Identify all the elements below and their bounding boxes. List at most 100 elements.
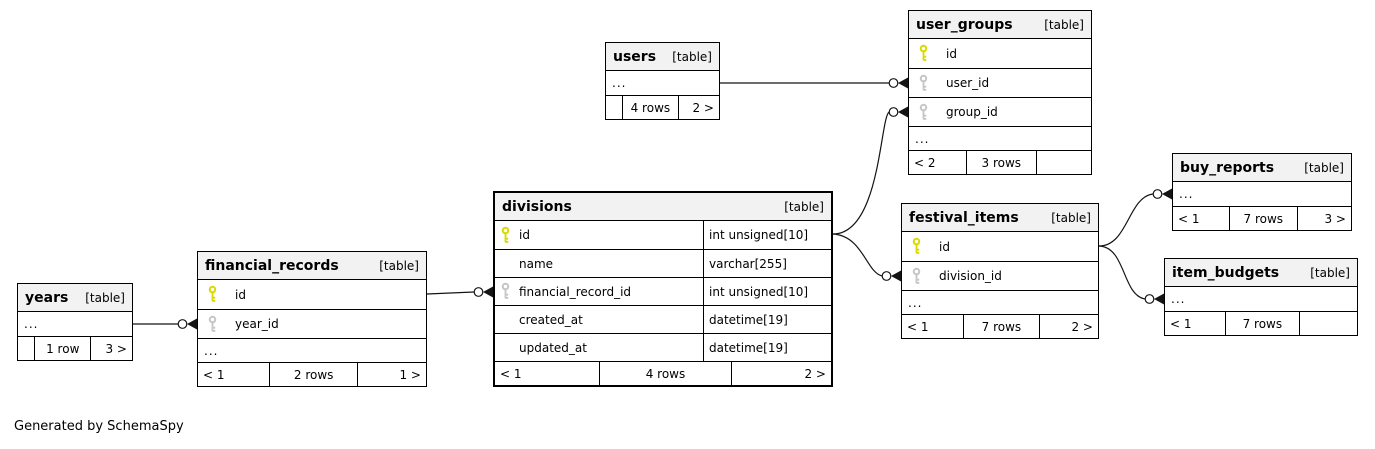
- table-title: item_budgets: [1172, 264, 1280, 281]
- table-header-divisions[interactable]: divisions [table]: [495, 193, 831, 221]
- table-title: years: [25, 289, 69, 306]
- column-row-user_id: user_id: [909, 68, 1091, 97]
- more-columns-indicator: ...: [1179, 187, 1194, 201]
- table-title: user_groups: [916, 16, 1013, 33]
- column-row-division_id: division_id: [902, 261, 1098, 290]
- primary-key-icon: [208, 285, 217, 302]
- primary-key-icon: [919, 44, 928, 61]
- table-header-financial_records[interactable]: financial_records[table]: [198, 252, 426, 280]
- table-header-festival_items[interactable]: festival_items[table]: [902, 204, 1098, 232]
- edge-arrowhead: [1154, 293, 1164, 305]
- column-name: created_at: [519, 312, 583, 327]
- relationship-edge-users-user_groups: [720, 77, 908, 89]
- column-type: int unsigned[10]: [703, 278, 831, 305]
- footer-children-count: [1035, 151, 1091, 174]
- relationship-edge-divisions-user_groups: [832, 106, 908, 235]
- footer-children-count: 2 >: [731, 362, 831, 385]
- key-icon-cell: [207, 285, 223, 304]
- table-header-item_budgets[interactable]: item_budgets [table]: [1165, 259, 1357, 287]
- table-badge: [table]: [85, 290, 125, 305]
- edge-arrowhead: [1162, 188, 1172, 200]
- more-columns-indicator: ...: [1171, 292, 1186, 306]
- foreign-key-icon: [919, 74, 928, 91]
- edge-arrowhead: [898, 106, 908, 118]
- edge-circle-marker: [888, 78, 899, 88]
- table-header-users[interactable]: users[table]: [606, 43, 719, 71]
- column-name: name: [519, 256, 554, 271]
- footer-parents-count: [606, 96, 622, 119]
- table-badge: [table]: [1310, 265, 1350, 280]
- column-row-year_id: year_id: [198, 309, 426, 338]
- relationship-edge-divisions-festival_items: [832, 233, 901, 282]
- key-icon-cell: [500, 226, 514, 245]
- relationship-edge-festival_items-item_budgets: [1098, 245, 1164, 305]
- column-name: year_id: [235, 317, 279, 331]
- footer-children-count: 3 >: [1296, 207, 1351, 230]
- relationship-edge-festival_items-buy_reports: [1098, 188, 1172, 247]
- foreign-key-icon: [501, 282, 510, 299]
- table-header-years[interactable]: years [table]: [18, 284, 132, 312]
- table-header-user_groups[interactable]: user_groups [table]: [909, 11, 1091, 39]
- foreign-key-icon: [919, 103, 928, 120]
- edge-circle-marker: [1152, 189, 1163, 199]
- more-columns-indicator: ...: [902, 290, 1098, 314]
- edge-circle-marker: [177, 319, 188, 329]
- key-icon-cell: [918, 103, 934, 122]
- column-row-financial_record_id: financial_record_id int unsigned[10]: [495, 277, 831, 305]
- edge-arrowhead: [483, 286, 493, 298]
- column-type: datetime[19]: [703, 334, 831, 361]
- table-badge: [table]: [672, 49, 712, 64]
- footer-rows-count: 2 rows: [268, 363, 358, 386]
- key-icon-cell: [207, 315, 223, 334]
- column-name: division_id: [939, 269, 1002, 283]
- edge-circle-marker: [881, 271, 892, 281]
- edge-circle-marker: [888, 107, 899, 117]
- column-row-id: id: [902, 232, 1098, 261]
- more-columns-indicator: ...: [909, 126, 1091, 150]
- column-type: int unsigned[10]: [703, 221, 831, 249]
- column-row-id: id: [198, 280, 426, 309]
- generated-by-label: Generated by SchemaSpy: [14, 419, 184, 434]
- more-columns-indicator: ...: [612, 76, 627, 90]
- key-icon-cell: [911, 237, 927, 256]
- key-icon-cell: [918, 44, 934, 63]
- column-row-group_id: group_id: [909, 97, 1091, 126]
- column-name: user_id: [946, 76, 990, 90]
- column-name: financial_record_id: [519, 284, 632, 299]
- footer-parents-count: [18, 337, 34, 360]
- table-badge: [table]: [784, 199, 824, 214]
- footer-parents-count: < 1: [500, 366, 522, 381]
- column-type: varchar[255]: [703, 250, 831, 277]
- footer-children-count: 2 >: [1038, 315, 1098, 338]
- column-name: group_id: [946, 105, 998, 119]
- column-row-id: id: [909, 39, 1091, 68]
- key-icon-cell: [911, 267, 927, 286]
- key-icon-cell: [918, 74, 934, 93]
- table-badge: [table]: [1044, 17, 1084, 32]
- column-name: id: [946, 46, 957, 61]
- footer-rows-count: 3 rows: [965, 151, 1036, 174]
- table-header-buy_reports[interactable]: buy_reports[table]: [1173, 154, 1351, 182]
- table-title: divisions: [502, 198, 572, 215]
- column-name: id: [939, 239, 950, 254]
- footer-rows-count: 4 rows: [622, 96, 678, 119]
- table-badge: [table]: [379, 258, 419, 273]
- edge-circle-marker: [473, 287, 484, 297]
- edge-arrowhead: [898, 77, 908, 89]
